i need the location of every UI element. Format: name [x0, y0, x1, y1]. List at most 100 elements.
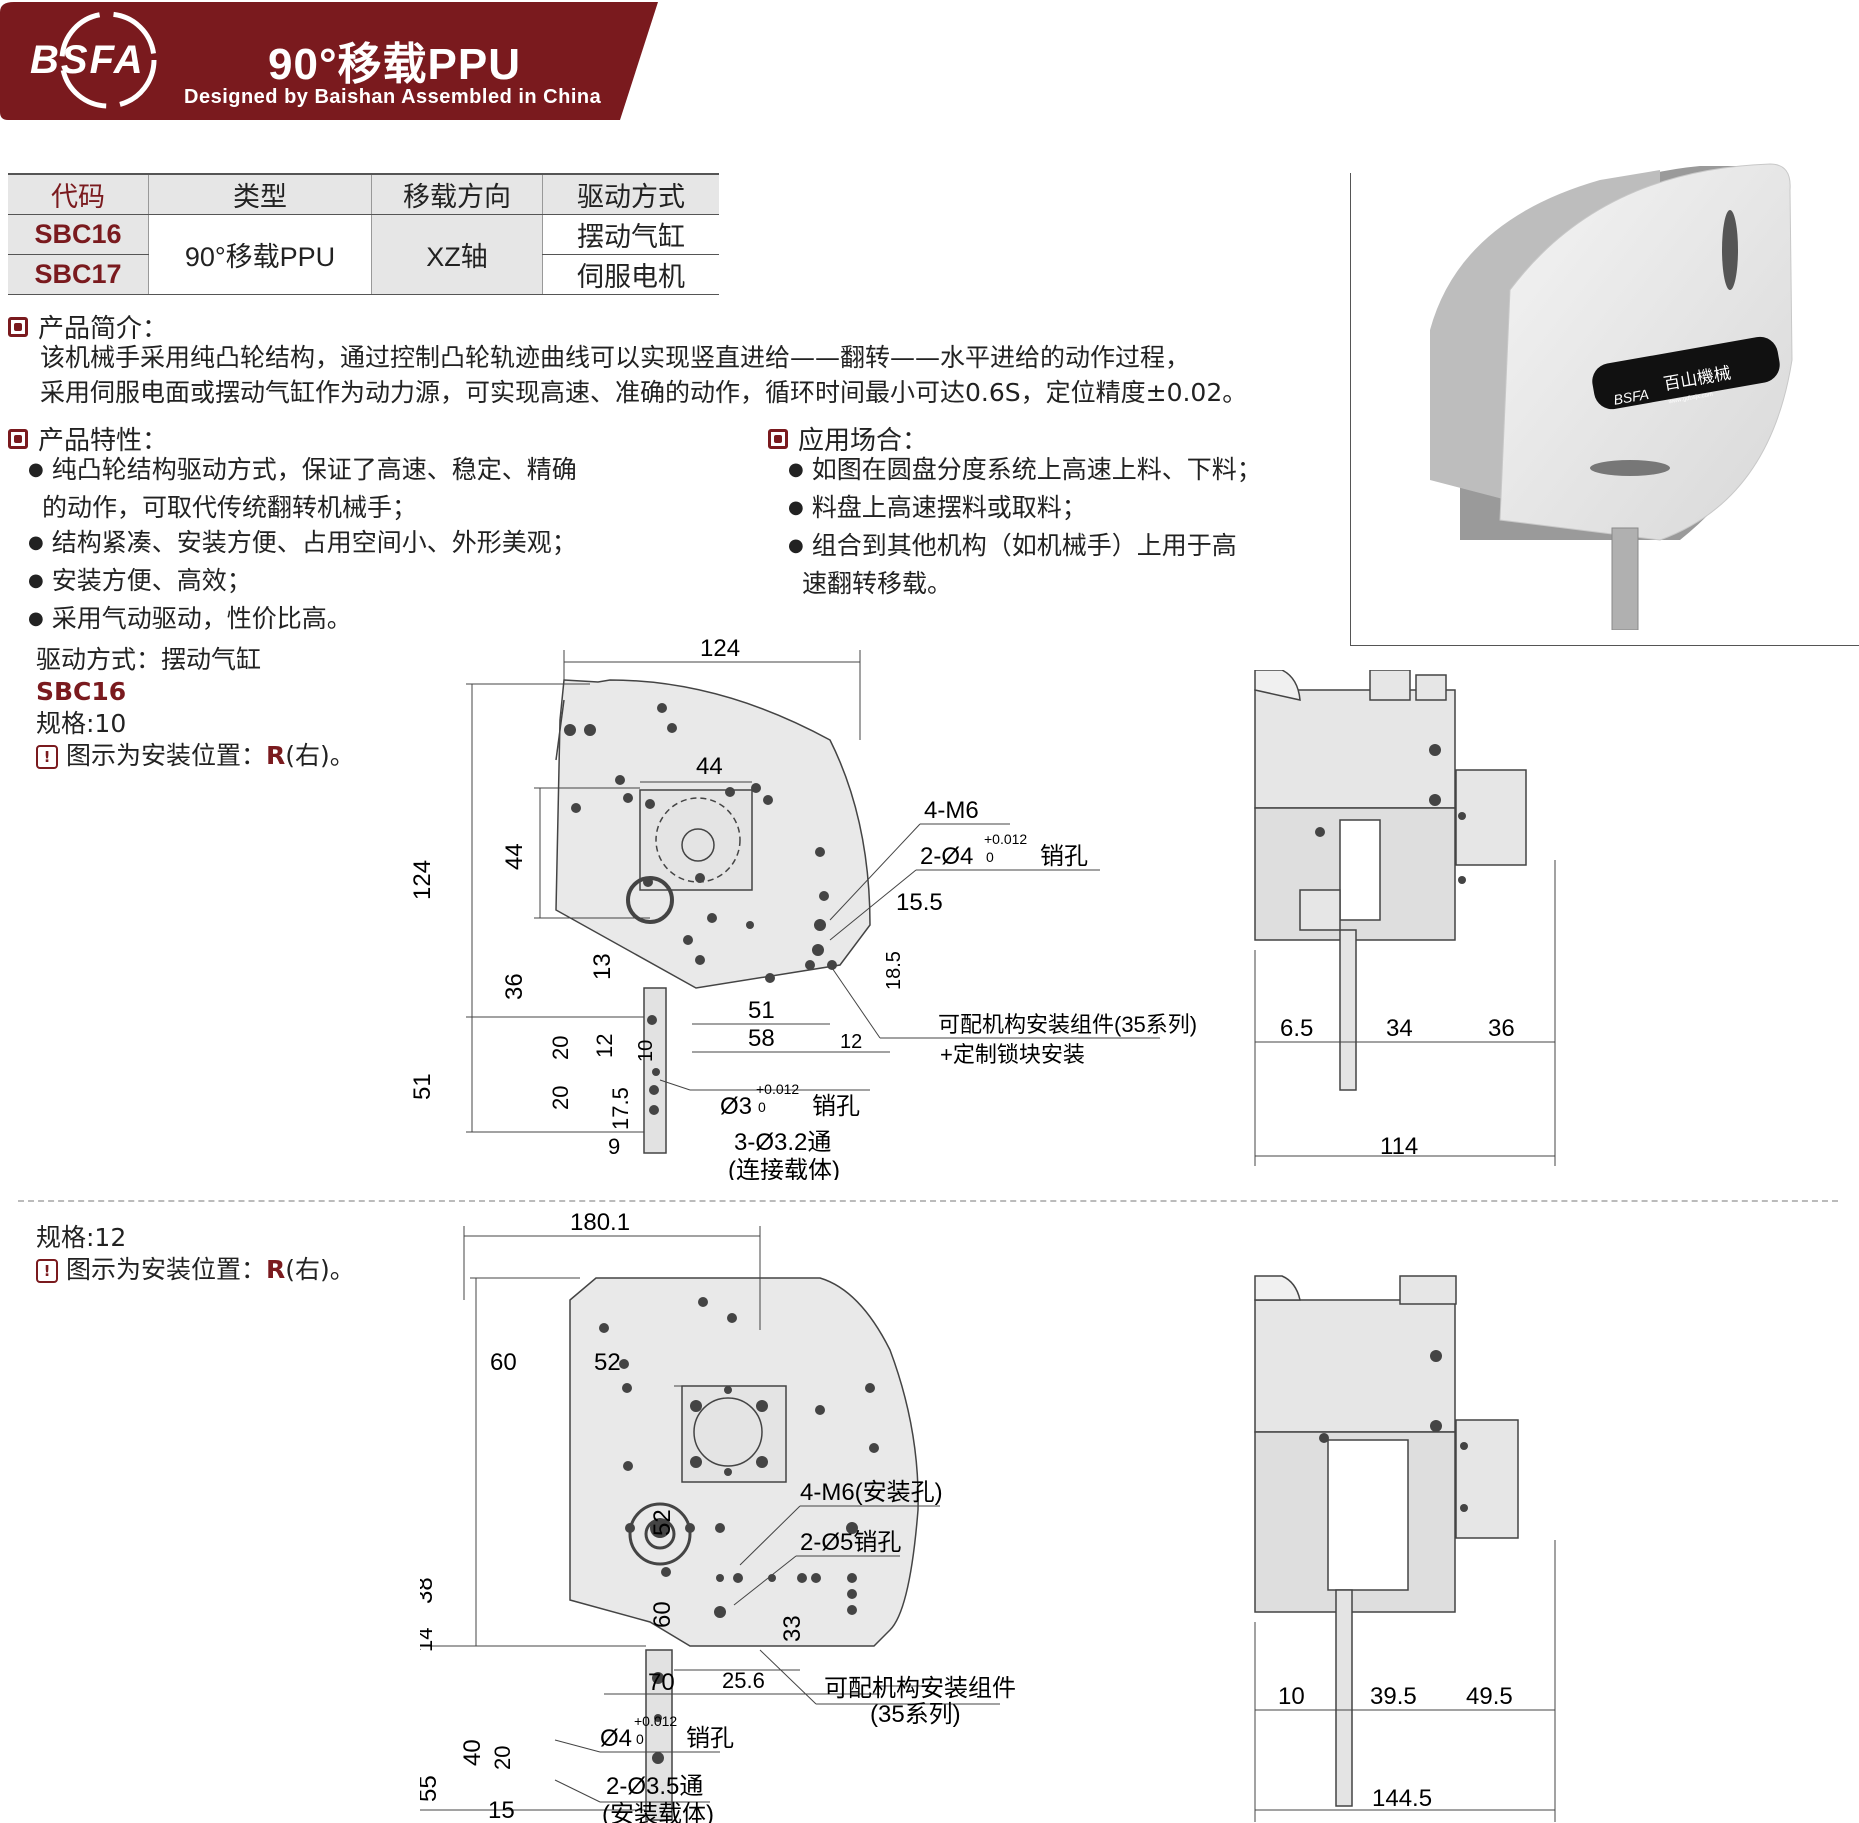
drive-label: 驱动方式：摆动气缸: [36, 645, 262, 674]
dim-label: 10: [1278, 1683, 1305, 1710]
dim-label: 10: [635, 1040, 657, 1062]
list-item: 采用气动驱动，性价比高。: [18, 601, 738, 639]
intro-title: 产品简介：: [38, 314, 169, 344]
list-item: 的动作，可取代传统翻转机械手；: [42, 493, 418, 522]
intro-heading: 产品简介：: [8, 308, 168, 345]
direction-cell: XZ轴: [371, 214, 543, 295]
dim-label: 15: [488, 1797, 515, 1823]
dim-label: 17.5: [608, 1087, 633, 1130]
callout-pin2-tol-bot: 0: [758, 1099, 766, 1115]
dim-label: 144.5: [1372, 1785, 1432, 1812]
dim-label: 20: [548, 1036, 573, 1060]
callout-pin2-suffix: 销孔: [812, 1093, 860, 1120]
callout-hole: 2-Ø3.5通: [606, 1773, 703, 1800]
dim-label: 39.5: [1370, 1683, 1417, 1710]
features-title: 产品特性：: [38, 426, 169, 456]
warning-icon: !: [36, 745, 58, 769]
spec-label: 规格:12: [36, 1223, 127, 1252]
header-background: [0, 2, 658, 120]
intro-text: 该机械手采用纯凸轮结构，通过控制凸轮轨迹曲线可以实现竖直进给——翻转——水平进给…: [40, 340, 1340, 410]
applications-title: 应用场合：: [798, 426, 929, 456]
dim-label: 51: [409, 1073, 436, 1100]
list-item: 速翻转移载。: [802, 569, 953, 598]
dim-label: 124: [700, 635, 740, 662]
dim-label: 12: [592, 1034, 617, 1058]
callout-pin1-tol-top: +0.012: [984, 831, 1027, 847]
dim-label: 36: [501, 973, 528, 1000]
callout-pin2-suffix: 销孔: [686, 1725, 734, 1752]
list-item: 纯凸轮结构驱动方式，保证了高速、稳定、精确: [18, 452, 738, 490]
dim-label: 58: [748, 1025, 775, 1052]
list-item: 如图在圆盘分度系统上高速上料、下料；: [778, 452, 1338, 490]
dim-label: 60: [649, 1601, 676, 1628]
header-banner: [0, 0, 660, 122]
callout-mount: 可配机构安装组件(35系列): [938, 1012, 1197, 1037]
callout-pin2-tol-top: +0.012: [756, 1081, 799, 1097]
drawing2-notes: 规格:12 !图示为安装位置：R(右)。: [36, 1222, 355, 1286]
dim-label: 15.5: [896, 889, 943, 916]
photo-logo: BSFA: [1612, 386, 1650, 408]
dim-label: 14: [420, 1628, 437, 1652]
features-list: 纯凸轮结构驱动方式，保证了高速、稳定、精确 的动作，可取代传统翻转机械手； 结构…: [18, 452, 738, 639]
dim-label: 124: [409, 860, 436, 900]
dim-label: 52: [649, 1509, 676, 1536]
install-note: !图示为安装位置：R(右)。: [36, 1254, 355, 1286]
dim-label: 44: [696, 753, 723, 780]
product-photo: BSFA 百山機械 www.gdbsjx.com: [1430, 163, 1793, 630]
section-marker-icon: [8, 428, 28, 449]
product-photo-frame: [1350, 173, 1859, 646]
dim-label: 34: [1386, 1015, 1413, 1042]
dim-label: 12: [840, 1031, 862, 1053]
dim-label: 13: [589, 953, 616, 980]
section-marker-icon: [768, 428, 788, 449]
code-cell: SBC17: [8, 254, 149, 295]
list-item: 料盘上高速摆料或取料；: [778, 490, 1338, 528]
callout-pin1-tol-bot: 0: [986, 849, 994, 865]
dim-label: 51: [748, 997, 775, 1024]
callout-pin2-tol-bot: 0: [636, 1731, 644, 1747]
dim-label: 114: [1380, 1133, 1418, 1160]
callout-m6: 4-M6(安装孔): [800, 1479, 943, 1506]
spec-table: 代码 类型 移载方向 驱动方式 SBC16 90°移载PPU XZ轴 摆动气缸 …: [8, 173, 719, 295]
callout-mount: +定制锁块安装: [940, 1042, 1085, 1067]
dim-label: 49.5: [1466, 1683, 1513, 1710]
dim-label: 44: [501, 843, 528, 870]
callout-mount: 可配机构安装组件: [824, 1675, 1016, 1702]
callout-hole-note: (连接载体): [728, 1157, 840, 1180]
model-code: SBC16: [36, 677, 127, 706]
dim-label: 33: [779, 1615, 806, 1642]
callout-hole: 3-Ø3.2通: [734, 1129, 831, 1156]
dim-label: 25.6: [722, 1668, 765, 1693]
drawing1-front-view: 124 124 44 44 36 13 51 20 20 12 10 17.5 …: [409, 635, 1197, 1180]
warning-icon: !: [36, 1259, 58, 1283]
callout-pin2: Ø3: [720, 1093, 752, 1120]
dim-label: 9: [608, 1134, 620, 1159]
callout-mount: (35系列): [870, 1701, 961, 1728]
table-header: 代码: [8, 173, 149, 215]
callout-pin1-suffix: 销孔: [1040, 843, 1088, 870]
callout-pin1: 2-Ø5销孔: [800, 1529, 901, 1556]
table-header: 驱动方式: [542, 173, 719, 215]
applications-list: 如图在圆盘分度系统上高速上料、下料； 料盘上高速摆料或取料； 组合到其他机构（如…: [778, 452, 1338, 601]
dim-label: 40: [459, 1739, 486, 1766]
drawing1-notes: 驱动方式：摆动气缸 SBC16 规格:10 !图示为安装位置：R(右)。: [36, 644, 355, 772]
dim-label: 20: [548, 1086, 573, 1110]
brand-logo: BSFA: [30, 38, 145, 82]
dim-label: 55: [420, 1775, 442, 1802]
drive-cell: 伺服电机: [542, 254, 719, 295]
code-cell: SBC16: [8, 214, 149, 255]
callout-hole-note: (安装载体): [602, 1801, 714, 1823]
callout-m6: 4-M6: [924, 797, 979, 824]
dim-label: 70: [648, 1669, 675, 1696]
dim-label: 20: [490, 1746, 515, 1770]
list-item: 安装方便、高效；: [18, 563, 738, 601]
dim-label: 38: [420, 1577, 438, 1604]
dim-label: 18.5: [883, 951, 905, 990]
dim-label: 52: [594, 1349, 621, 1376]
page-subtitle: Designed by Baishan Assembled in China: [184, 86, 602, 108]
section-marker-icon: [8, 316, 28, 337]
dim-label: 60: [490, 1349, 517, 1376]
intro-line: 该机械手采用纯凸轮结构，通过控制凸轮轨迹曲线可以实现竖直进给——翻转——水平进给…: [40, 343, 1191, 372]
drawing1-side-view: 6.5 34 36 114: [1254, 670, 1556, 1166]
dim-label: 6.5: [1280, 1015, 1313, 1042]
